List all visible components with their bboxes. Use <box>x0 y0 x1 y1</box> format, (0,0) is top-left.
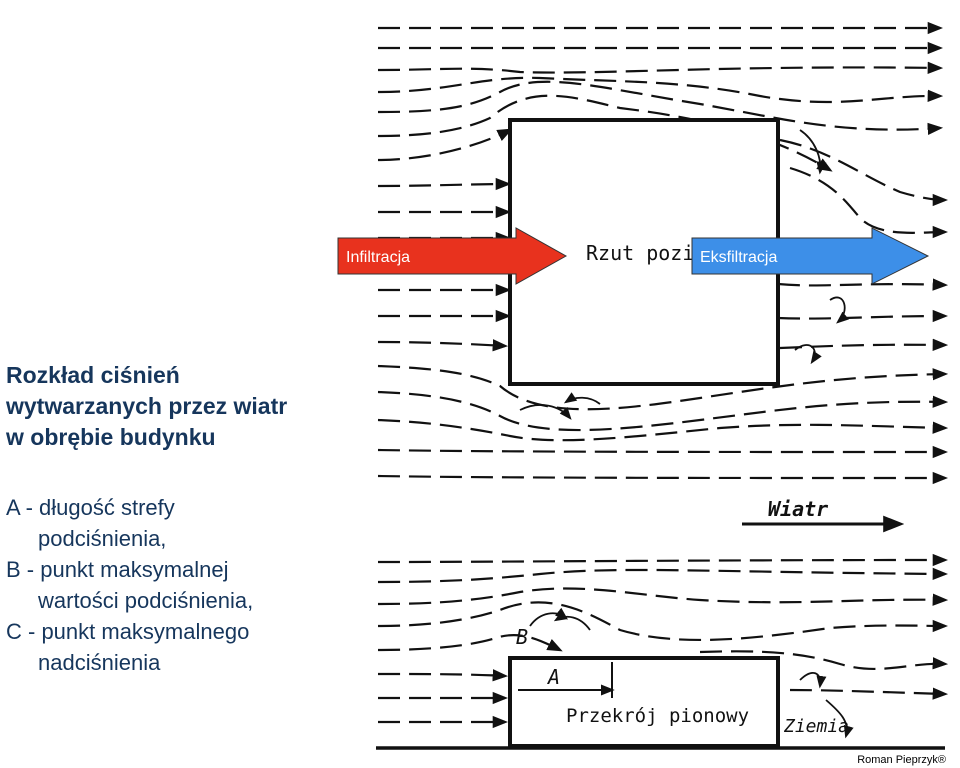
section-eddies <box>529 607 854 739</box>
wind-label: Wiatr <box>768 497 828 521</box>
title-line-2: wytwarzanych przez wiatr <box>6 393 288 419</box>
infiltration-arrow: Infiltracja <box>337 227 568 285</box>
streamline <box>377 80 944 136</box>
plan-eddies <box>519 129 849 420</box>
wind-indicator: Wiatr <box>742 497 905 533</box>
legend: A - długość strefy podciśnienia, B - pun… <box>6 492 366 678</box>
streamline <box>377 445 949 459</box>
streamline <box>377 553 949 567</box>
streamline <box>377 177 512 191</box>
section-view-label: Przekrój pionowy <box>566 705 749 727</box>
streamline <box>699 650 949 670</box>
streamline <box>377 418 949 442</box>
legend-a-cont: podciśnienia, <box>38 526 167 551</box>
legend-a: A - długość strefy <box>6 495 175 520</box>
slide-title: Rozkład ciśnień wytwarzanych przez wiatr… <box>6 360 336 453</box>
streamline <box>377 390 949 432</box>
marker-a-label: A <box>546 665 560 689</box>
streamline <box>777 309 949 323</box>
legend-c-cont: nadciśnienia <box>38 650 161 675</box>
legend-b: B - punkt maksymalnej <box>6 557 229 582</box>
streamline <box>777 278 949 291</box>
legend-b-cont: wartości podciśnienia, <box>38 588 254 613</box>
streamline <box>789 166 949 239</box>
marker-b-label: B <box>516 625 528 649</box>
streamline <box>779 138 949 207</box>
streamline <box>377 601 949 642</box>
plan-streamlines <box>377 21 949 485</box>
streamline <box>377 364 949 411</box>
streamline <box>377 76 944 104</box>
streamline <box>377 669 509 682</box>
infiltration-label: Infiltracja <box>346 249 410 266</box>
title-line-1: Rozkład ciśnień <box>6 362 180 388</box>
streamline <box>377 634 563 652</box>
section-streamlines <box>377 553 949 729</box>
streamline <box>377 471 949 485</box>
legend-c: C - punkt maksymalnego <box>6 619 250 644</box>
building-section <box>508 656 780 748</box>
streamline <box>377 567 949 584</box>
exfiltration-label: Eksfiltracja <box>700 249 777 266</box>
ground-label: Ziemia <box>783 716 849 737</box>
streamline <box>377 339 509 352</box>
marker-a: A <box>518 662 615 698</box>
streamline <box>377 61 944 74</box>
title-line-3: w obrębie budynku <box>6 424 216 450</box>
streamline <box>377 128 513 162</box>
exfiltration-arrow: Eksfiltracja <box>691 227 930 285</box>
streamline <box>377 587 949 606</box>
streamline <box>779 338 949 351</box>
author-credit: Roman Pieprzyk® <box>857 754 946 766</box>
streamline <box>789 687 949 700</box>
